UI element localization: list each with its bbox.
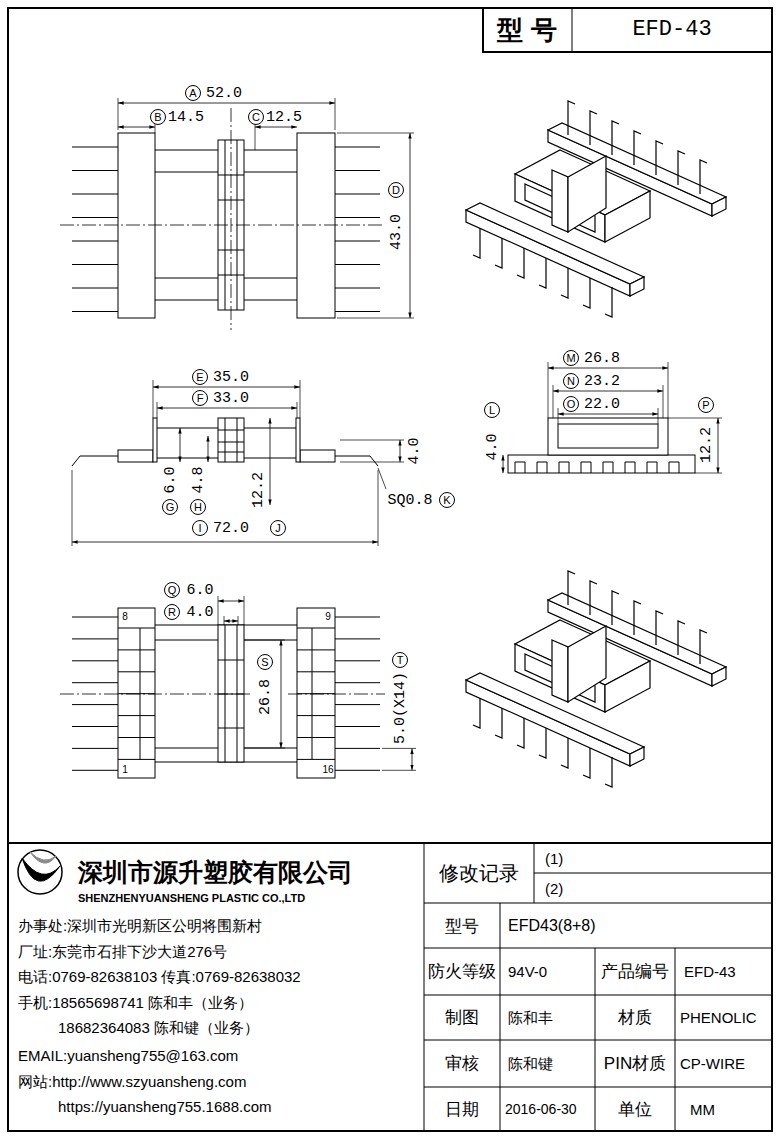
callout-letter: T: [392, 652, 408, 668]
contact-line: EMAIL:yuansheng755@163.com: [18, 1048, 238, 1063]
callout-letter: P: [698, 397, 714, 413]
model-number: EFD-43: [632, 19, 711, 41]
table-cell: PIN材质: [604, 1055, 666, 1072]
pin-number: 1: [122, 765, 128, 775]
callout-letter: K: [439, 492, 455, 508]
dimension-value: 26.8: [258, 679, 273, 715]
dimension-value: SQ0.8: [387, 493, 432, 508]
callout-letter: E: [192, 369, 208, 385]
contact-line: 手机:18565698741 陈和丰（业务）: [18, 995, 253, 1010]
contact-line: 18682364083 陈和键（业务）: [58, 1020, 259, 1035]
dimension-value: 22.0: [584, 397, 620, 412]
dimension-value: 4.0: [407, 437, 422, 464]
dimension-value: 4.8: [191, 466, 206, 493]
contact-line: 电话:0769-82638103 传真:0769-82638032: [18, 969, 301, 984]
dimension-value: 72.0: [213, 521, 249, 536]
table-cell: (1): [545, 851, 563, 866]
dimension-value: 23.2: [584, 374, 620, 389]
table-cell: 防火等级: [428, 963, 496, 980]
table-cell: 单位: [618, 1101, 652, 1118]
table-cell: 陈和丰: [508, 1010, 553, 1025]
company-name: 深圳市源升塑胶有限公司: [78, 860, 353, 885]
company-name-en: SHENZHENYUANSHENG PLASTIC CO.,LTD: [78, 893, 305, 904]
dimension-value: 4.0: [485, 433, 500, 460]
callout-letter: A: [185, 85, 201, 101]
dimension-value: 35.0: [213, 370, 249, 385]
pin-number: 8: [122, 612, 128, 622]
header-label: 型 号: [497, 17, 556, 43]
contact-line: 厂址:东莞市石排下沙大道276号: [18, 944, 227, 959]
table-cell: 日期: [445, 1101, 479, 1118]
dimension-value: 26.8: [584, 351, 620, 366]
callout-letter: B: [150, 109, 166, 125]
contact-line: 办事处:深圳市光明新区公明将围新村: [18, 918, 262, 933]
table-cell: 审核: [445, 1055, 479, 1072]
callout-letter: G: [162, 499, 178, 515]
table-cell: 产品编号: [601, 963, 669, 980]
callout-letter: N: [563, 373, 579, 389]
callout-letter: R: [164, 604, 180, 620]
table-cell: CP-WIRE: [680, 1056, 745, 1071]
table-cell: 型号: [445, 918, 479, 935]
dimension-value: 4.0: [186, 605, 213, 620]
dimension-value: 6.0: [163, 466, 178, 493]
callout-letter: C: [248, 109, 264, 125]
contact-line: https://yuansheng755.1688.com: [58, 1099, 272, 1114]
callout-letter: D: [388, 182, 404, 198]
dimension-value: 33.0: [213, 391, 249, 406]
callout-letter: H: [190, 499, 206, 515]
dimension-value: 52.0: [206, 86, 242, 101]
callout-letter: S: [257, 654, 273, 670]
pin-number: 9: [325, 612, 331, 622]
contact-line: 网站:http://www.szyuansheng.com: [18, 1074, 246, 1089]
dimension-value: 12.2: [251, 472, 266, 508]
callout-letter: L: [484, 402, 500, 418]
callout-letter: J: [270, 520, 286, 536]
table-cell: 2016-06-30: [505, 1102, 577, 1116]
callout-letter: Q: [164, 582, 180, 598]
dimension-value: 14.5: [168, 110, 204, 125]
callout-letter: I: [192, 520, 208, 536]
table-cell: 材质: [618, 1009, 652, 1026]
table-cell: EFD43(8+8): [508, 918, 596, 934]
table-cell: MM: [690, 1102, 715, 1117]
table-cell: (2): [545, 881, 563, 896]
callout-letter: F: [192, 390, 208, 406]
callout-letter: M: [563, 350, 579, 366]
pin-number: 16: [322, 765, 333, 775]
dimension-value: 43.0: [389, 214, 404, 250]
table-cell: 制图: [445, 1009, 479, 1026]
dimension-value: 12.2: [699, 427, 714, 463]
table-cell: 陈和键: [508, 1056, 553, 1071]
table-cell: 修改记录: [439, 863, 519, 883]
table-cell: EFD-43: [684, 964, 736, 979]
callout-letter: O: [563, 396, 579, 412]
dimension-value: 12.5: [266, 110, 302, 125]
table-cell: PHENOLIC: [680, 1010, 757, 1025]
table-cell: 94V-0: [508, 964, 547, 979]
dimension-value: 6.0: [186, 583, 213, 598]
dimension-value: 5.0(X14): [393, 672, 408, 744]
